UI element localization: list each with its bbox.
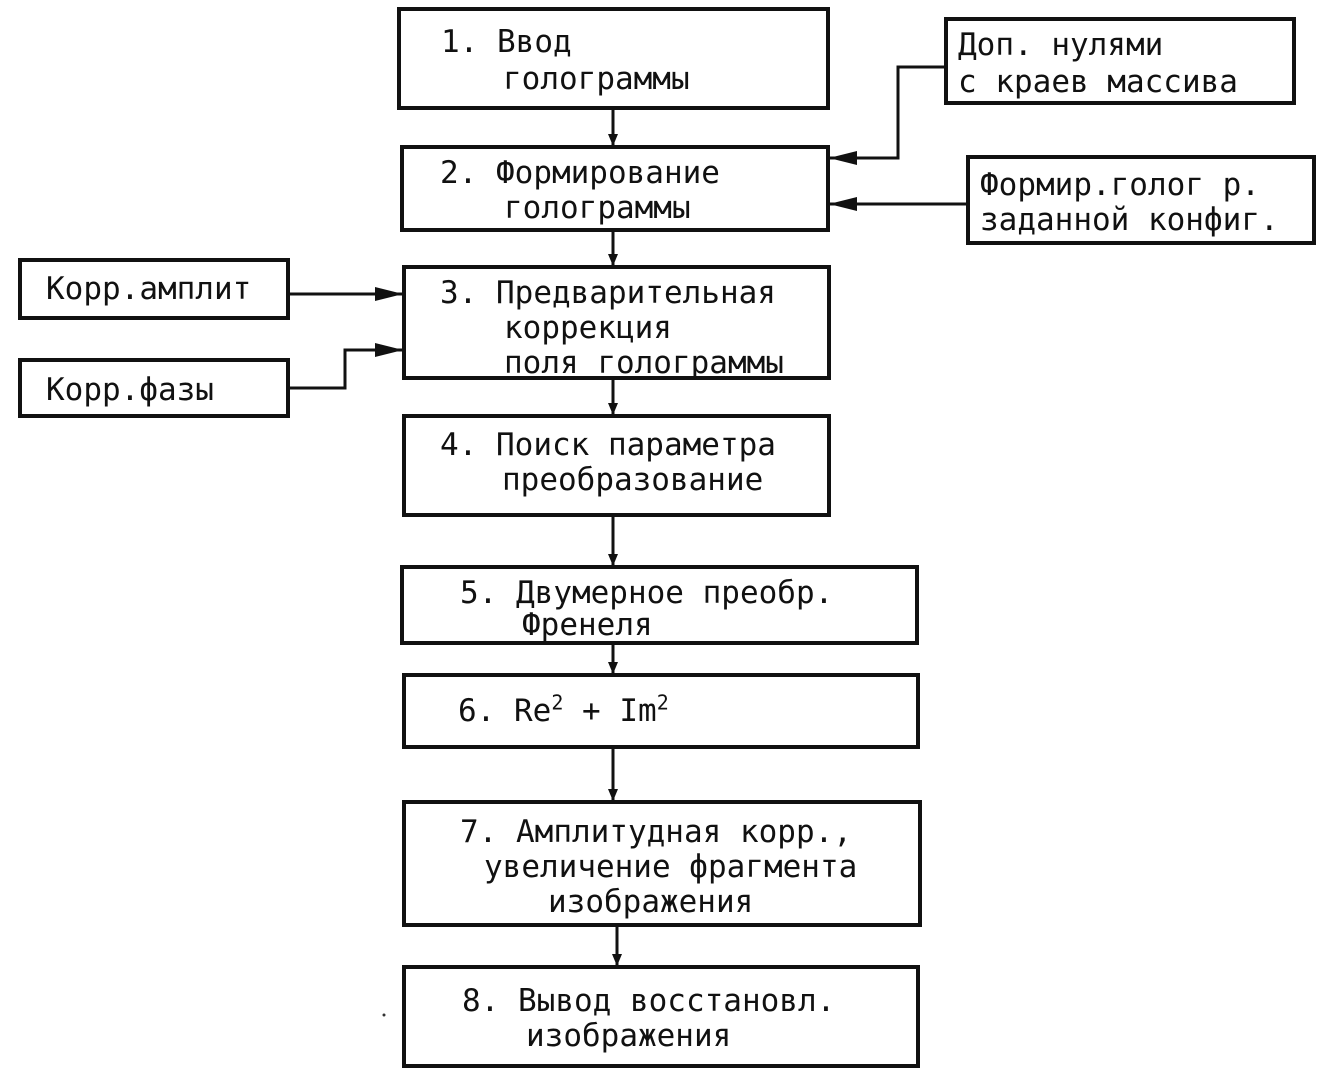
arrow-zero-pad xyxy=(829,65,944,165)
step-5-line-1: 5. Двумерное преобр. xyxy=(460,575,834,611)
step-6-prefix: 6. Re xyxy=(458,693,552,729)
step-6-box: 6. Re2 + Im2 xyxy=(402,673,920,749)
step-7-line-1: 7. Амплитудная корр., xyxy=(460,814,852,850)
step-1-line-1: 1. Ввод xyxy=(441,24,572,60)
config-line-2: заданной конфиг. xyxy=(980,202,1279,238)
zero-pad-box: Доп. нулями с краев массива xyxy=(944,17,1296,105)
step-6-sup-2: 2 xyxy=(656,690,669,715)
phase-corr-label: Корр.фазы xyxy=(46,372,214,408)
step-7-line-3: изображения xyxy=(548,884,754,920)
step-5-box: 5. Двумерное преобр. Френеля xyxy=(400,565,919,645)
step-6-mid: + Im xyxy=(563,693,657,729)
step-5-line-2: Френеля xyxy=(522,607,653,643)
step-7-line-2: увеличение фрагмента xyxy=(484,849,858,885)
step-3-line-1: 3. Предварительная xyxy=(440,275,776,311)
amp-corr-label: Корр.амплит xyxy=(46,271,252,307)
step-8-line-1: 8. Вывод восстановл. xyxy=(462,983,836,1019)
step-8-box: 8. Вывод восстановл. изображения xyxy=(402,965,920,1068)
step-4-box: 4. Поиск параметра преобразование xyxy=(402,414,831,517)
step-2-box: 2. Формирование голограммы xyxy=(400,145,830,232)
phase-corr-box: Корр.фазы xyxy=(18,358,290,418)
config-box: Формир.голог р. заданной конфиг. xyxy=(966,155,1316,245)
scan-speck xyxy=(382,1013,386,1017)
zero-pad-line-2: с краев массива xyxy=(958,64,1238,100)
step-3-line-2: коррекция xyxy=(504,310,672,346)
step-6-formula: 6. Re2 + Im2 xyxy=(458,693,669,730)
step-2-line-2: голограммы xyxy=(504,190,691,226)
arrow-phase-corr xyxy=(289,343,403,390)
step-4-line-1: 4. Поиск параметра xyxy=(440,427,776,463)
step-1-line-2: голограммы xyxy=(503,61,690,97)
config-line-1: Формир.голог р. xyxy=(980,167,1260,203)
step-6-sup-1: 2 xyxy=(551,690,564,715)
zero-pad-line-1: Доп. нулями xyxy=(958,27,1164,63)
step-7-box: 7. Амплитудная корр., увеличение фрагмен… xyxy=(402,800,922,927)
step-4-line-2: преобразование xyxy=(502,462,764,498)
step-8-line-2: изображения xyxy=(526,1018,732,1054)
step-3-box: 3. Предварительная коррекция поля гологр… xyxy=(402,265,831,381)
step-2-line-1: 2. Формирование xyxy=(440,155,720,191)
amp-corr-box: Корр.амплит xyxy=(18,258,290,320)
step-3-line-3: поля голограммы xyxy=(504,345,784,381)
step-1-box: 1. Ввод голограммы xyxy=(397,7,830,110)
